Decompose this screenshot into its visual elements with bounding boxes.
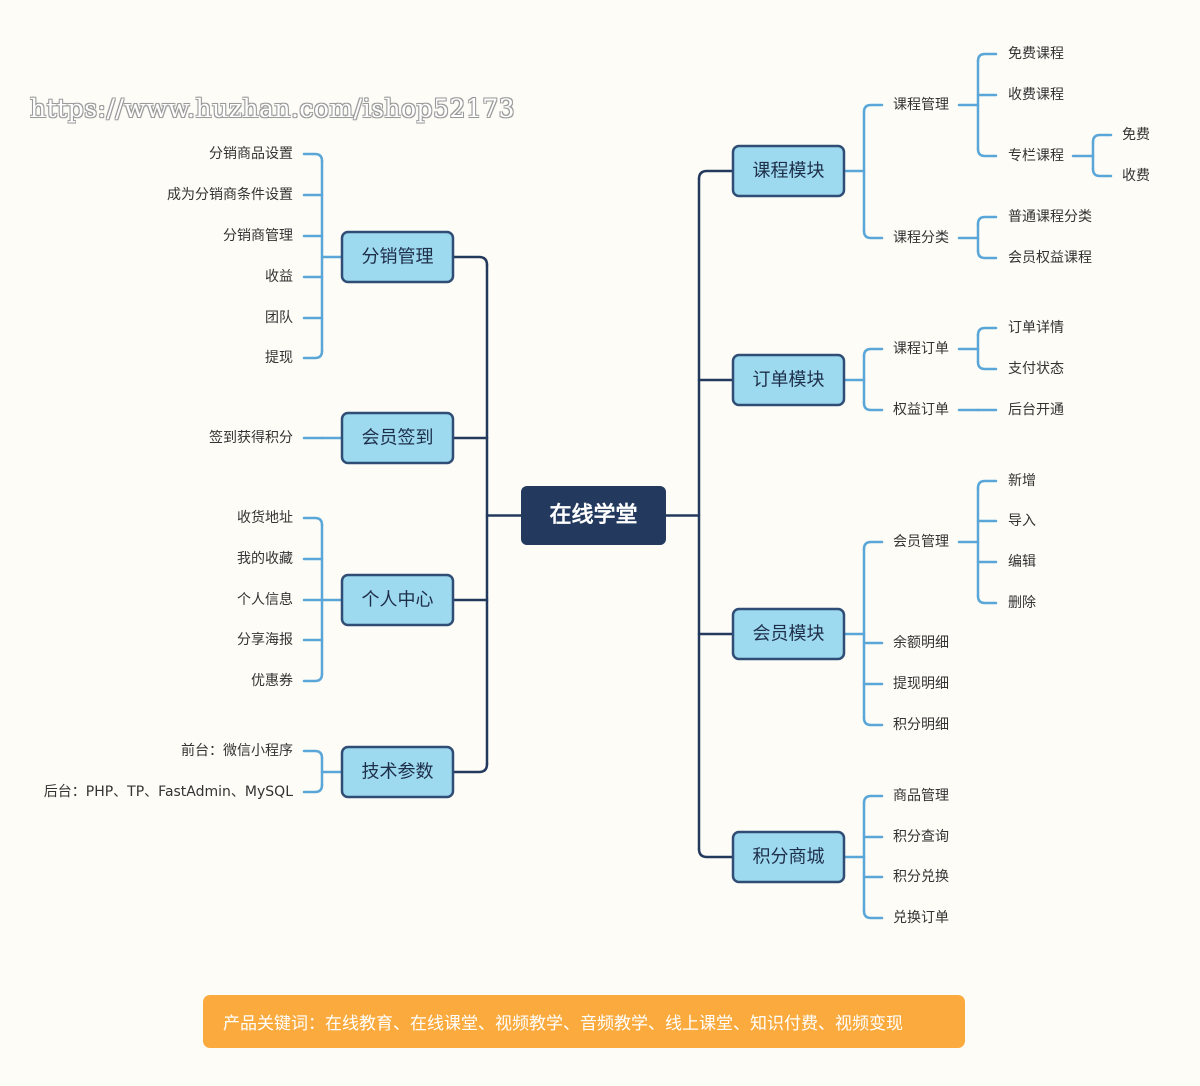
l1-label: 积分明细 xyxy=(893,717,949,733)
right-l2-children-stub xyxy=(976,52,998,63)
right-l2-children-stub xyxy=(976,249,998,260)
keywords-text: 产品关键词：在线教育、在线课堂、视频教学、音频教学、线上课堂、知识付费、视频变现 xyxy=(223,1014,903,1034)
root-label: 在线学堂 xyxy=(549,502,637,528)
leaf-label: 提现 xyxy=(265,350,293,366)
topic-node xyxy=(731,144,846,198)
right-l1-children-stub xyxy=(862,716,884,727)
left-children-stub xyxy=(302,749,324,760)
leaf-label: 我的收藏 xyxy=(237,551,293,567)
leaf-label: 收益 xyxy=(265,269,293,285)
leaf-label: 团队 xyxy=(265,310,293,326)
l1-label: 兑换订单 xyxy=(893,909,949,926)
leaf-label: 分销商品设置 xyxy=(209,146,293,162)
right-l1-children-stub xyxy=(862,909,884,920)
watermark: https://www.huzhan.com/ishop52173 xyxy=(30,94,516,123)
left-children-stub xyxy=(302,516,324,527)
l3-label: 免费 xyxy=(1122,127,1150,143)
leaf-label: 分享海报 xyxy=(237,631,293,648)
l2-label: 收费课程 xyxy=(1008,87,1064,103)
right-l3-children-stub xyxy=(1091,167,1113,178)
left-children-stub xyxy=(302,783,324,794)
leaf-label: 后台：PHP、TP、FastAdmin、MySQL xyxy=(44,784,293,800)
l1-label: 商品管理 xyxy=(893,788,949,804)
l3-label: 收费 xyxy=(1122,168,1150,184)
topic-label: 分销管理 xyxy=(362,247,434,268)
l2-label: 普通课程分类 xyxy=(1008,209,1092,225)
left-children-stub xyxy=(302,349,324,360)
topic-label: 订单模块 xyxy=(753,370,825,391)
left-branch-line xyxy=(451,762,489,774)
leaf-label: 成为分销商条件设置 xyxy=(167,186,293,203)
l1-label: 积分查询 xyxy=(893,829,949,845)
right-l2-children-stub xyxy=(976,479,998,490)
left-branch-line xyxy=(451,255,489,267)
right-l2-children-stub xyxy=(976,360,998,371)
l2-label: 后台开通 xyxy=(1008,402,1064,418)
root-node xyxy=(521,486,666,545)
l1-label: 课程管理 xyxy=(893,97,949,113)
topic-label: 个人中心 xyxy=(362,590,434,611)
l1-label: 课程订单 xyxy=(893,341,949,357)
right-l1-children-stub xyxy=(862,540,884,551)
leaf-label: 优惠券 xyxy=(251,673,293,689)
l1-label: 课程分类 xyxy=(893,230,949,246)
l2-label: 新增 xyxy=(1008,473,1036,489)
l2-label: 支付状态 xyxy=(1008,361,1064,377)
leaf-label: 签到获得积分 xyxy=(209,429,293,446)
topic-node xyxy=(731,830,846,884)
l1-label: 积分兑换 xyxy=(893,868,949,885)
topic-node xyxy=(340,745,455,799)
topic-label: 会员签到 xyxy=(362,428,434,449)
right-l2-children-stub xyxy=(976,594,998,605)
l2-label: 导入 xyxy=(1008,513,1036,529)
topic-label: 积分商城 xyxy=(753,847,825,868)
topic-label: 技术参数 xyxy=(362,762,434,783)
right-l2-children-stub xyxy=(976,326,998,337)
right-l1-children-stub xyxy=(862,229,884,240)
right-l2-children-stub xyxy=(976,215,998,226)
leaf-label: 个人信息 xyxy=(237,591,293,608)
topic-node xyxy=(340,411,455,465)
topic-label: 会员模块 xyxy=(753,624,825,645)
topic-node xyxy=(731,607,846,661)
right-l1-children-stub xyxy=(862,794,884,805)
l2-label: 会员权益课程 xyxy=(1008,250,1092,266)
right-branch-line xyxy=(697,847,735,859)
topic-node xyxy=(731,353,846,407)
l1-label: 会员管理 xyxy=(893,534,949,550)
l1-label: 权益订单 xyxy=(893,402,949,418)
l2-label: 删除 xyxy=(1008,595,1036,611)
right-l1-children-stub xyxy=(862,103,884,114)
left-children-stub xyxy=(302,672,324,683)
leaf-label: 前台：微信小程序 xyxy=(181,742,293,759)
l2-label: 免费课程 xyxy=(1008,46,1064,62)
l2-label: 专栏课程 xyxy=(1008,148,1064,164)
leaf-label: 收货地址 xyxy=(237,509,293,526)
l1-label: 余额明细 xyxy=(893,634,949,651)
topic-node xyxy=(340,573,455,627)
keywords-banner: 产品关键词：在线教育、在线课堂、视频教学、音频教学、线上课堂、知识付费、视频变现 xyxy=(203,995,965,1048)
right-l1-children-stub xyxy=(862,401,884,412)
leaf-label: 分销商管理 xyxy=(223,228,293,244)
topic-label: 课程模块 xyxy=(753,161,825,182)
right-branch-line xyxy=(697,169,735,181)
l2-label: 订单详情 xyxy=(1008,320,1064,336)
right-l3-children-stub xyxy=(1091,133,1113,144)
left-children-stub xyxy=(302,152,324,163)
topic-node xyxy=(340,230,455,284)
right-l1-children-stub xyxy=(862,347,884,358)
l2-label: 编辑 xyxy=(1008,554,1036,570)
l1-label: 提现明细 xyxy=(893,676,949,692)
right-l2-children-stub xyxy=(976,147,998,158)
